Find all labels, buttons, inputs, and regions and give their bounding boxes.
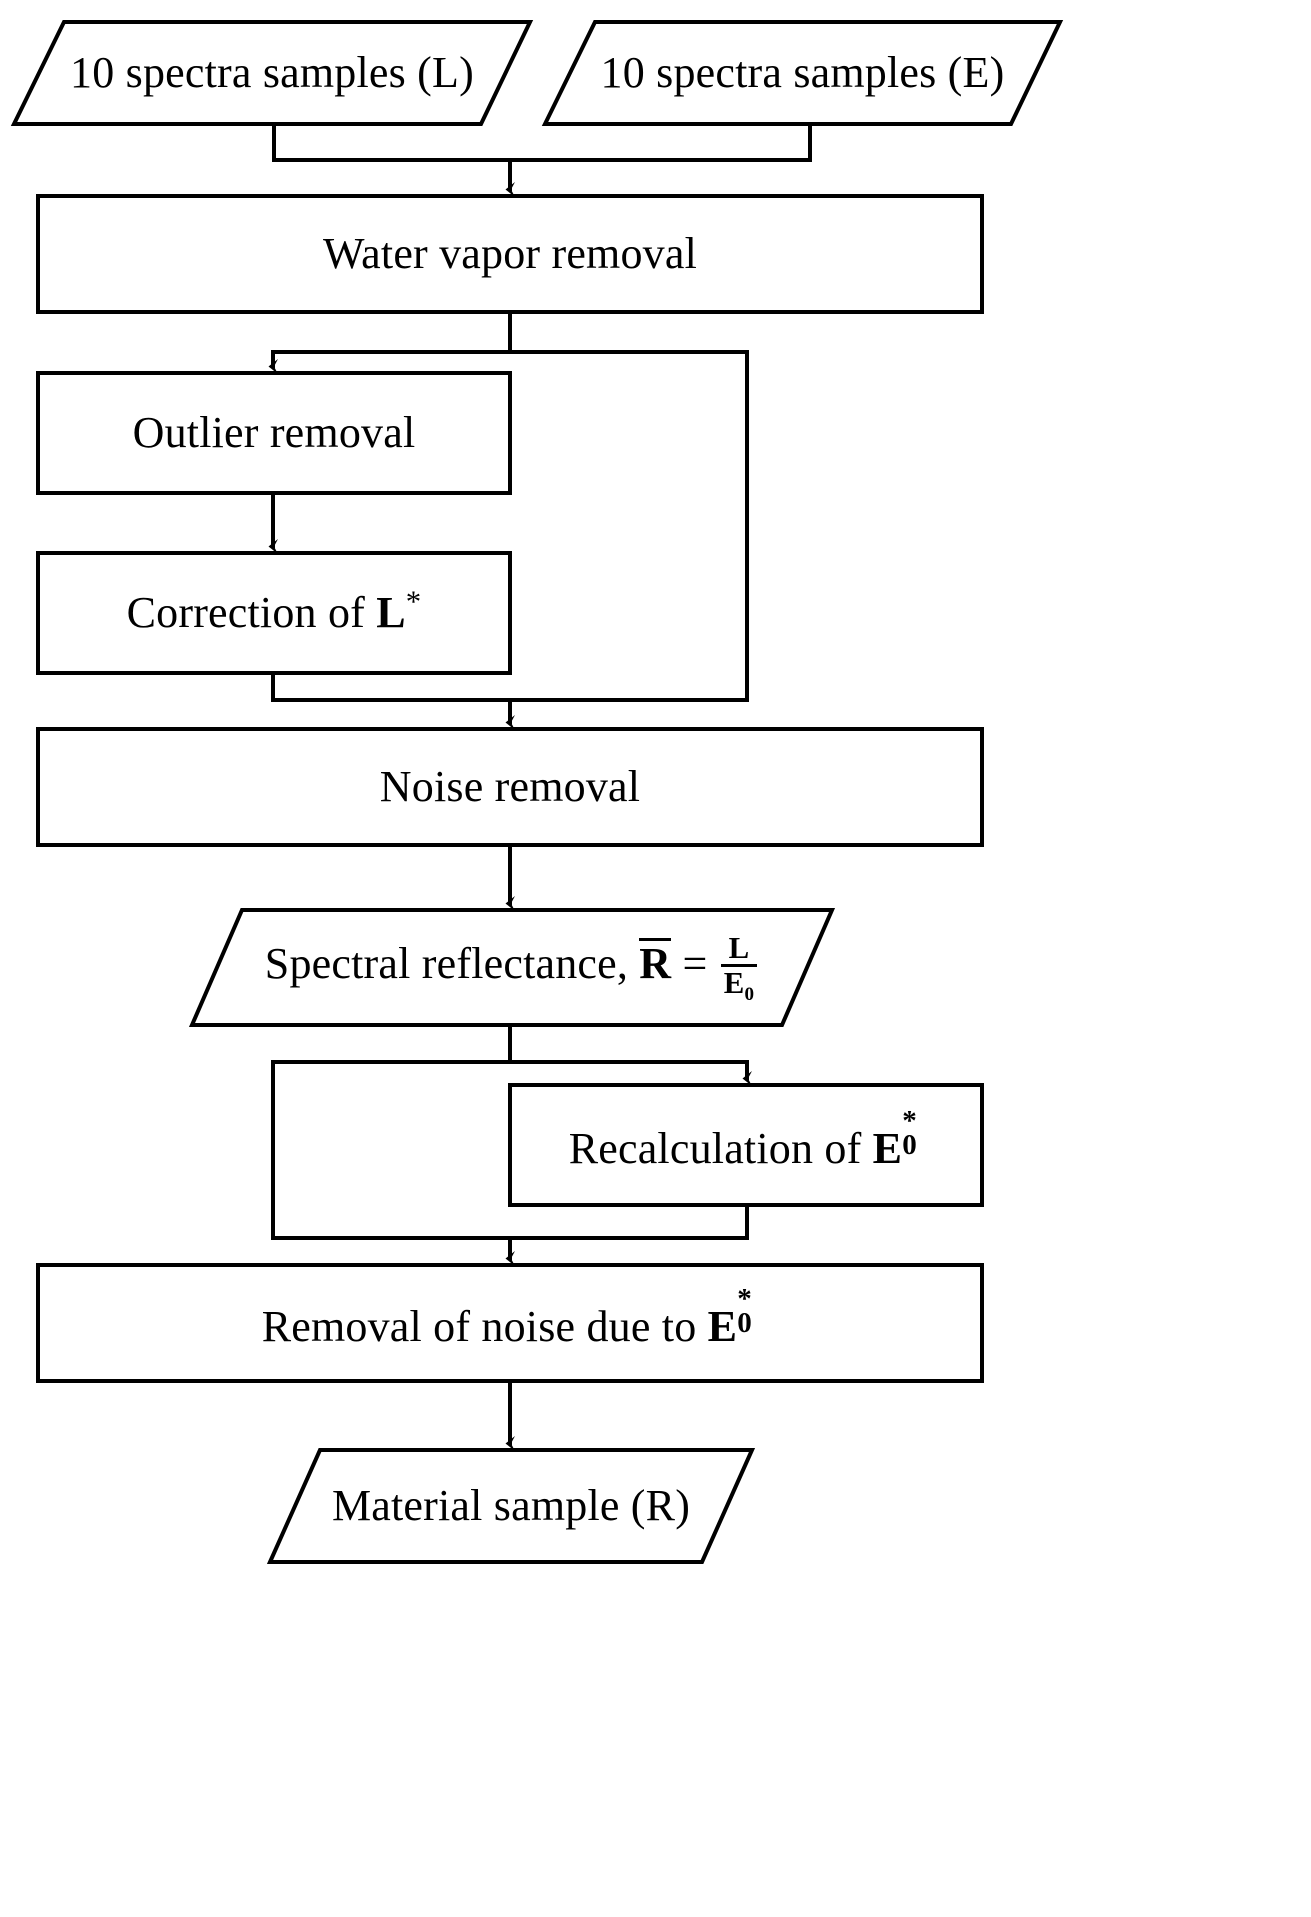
node-recalculation-e0-shape[interactable]	[508, 1083, 984, 1207]
edge-input-l-merge	[272, 122, 812, 162]
node-input-e-shape[interactable]	[541, 20, 1064, 126]
node-removal-noise-e0-shape[interactable]	[36, 1263, 984, 1383]
node-correction-of-l-shape[interactable]	[36, 551, 512, 675]
node-outlier-removal-shape[interactable]	[36, 371, 512, 495]
edge-water-vapor-split	[271, 310, 749, 702]
node-material-sample-shape[interactable]	[266, 1448, 756, 1564]
edge-correction-merge	[271, 671, 749, 702]
node-spectral-reflectance-shape[interactable]	[188, 908, 836, 1027]
edge-spectral-split	[271, 1023, 749, 1240]
node-water-vapor-removal-shape[interactable]	[36, 194, 984, 314]
node-input-l-shape[interactable]	[10, 20, 534, 126]
edge-recalculation-merge	[271, 1203, 749, 1240]
node-noise-removal-shape[interactable]	[36, 727, 984, 847]
